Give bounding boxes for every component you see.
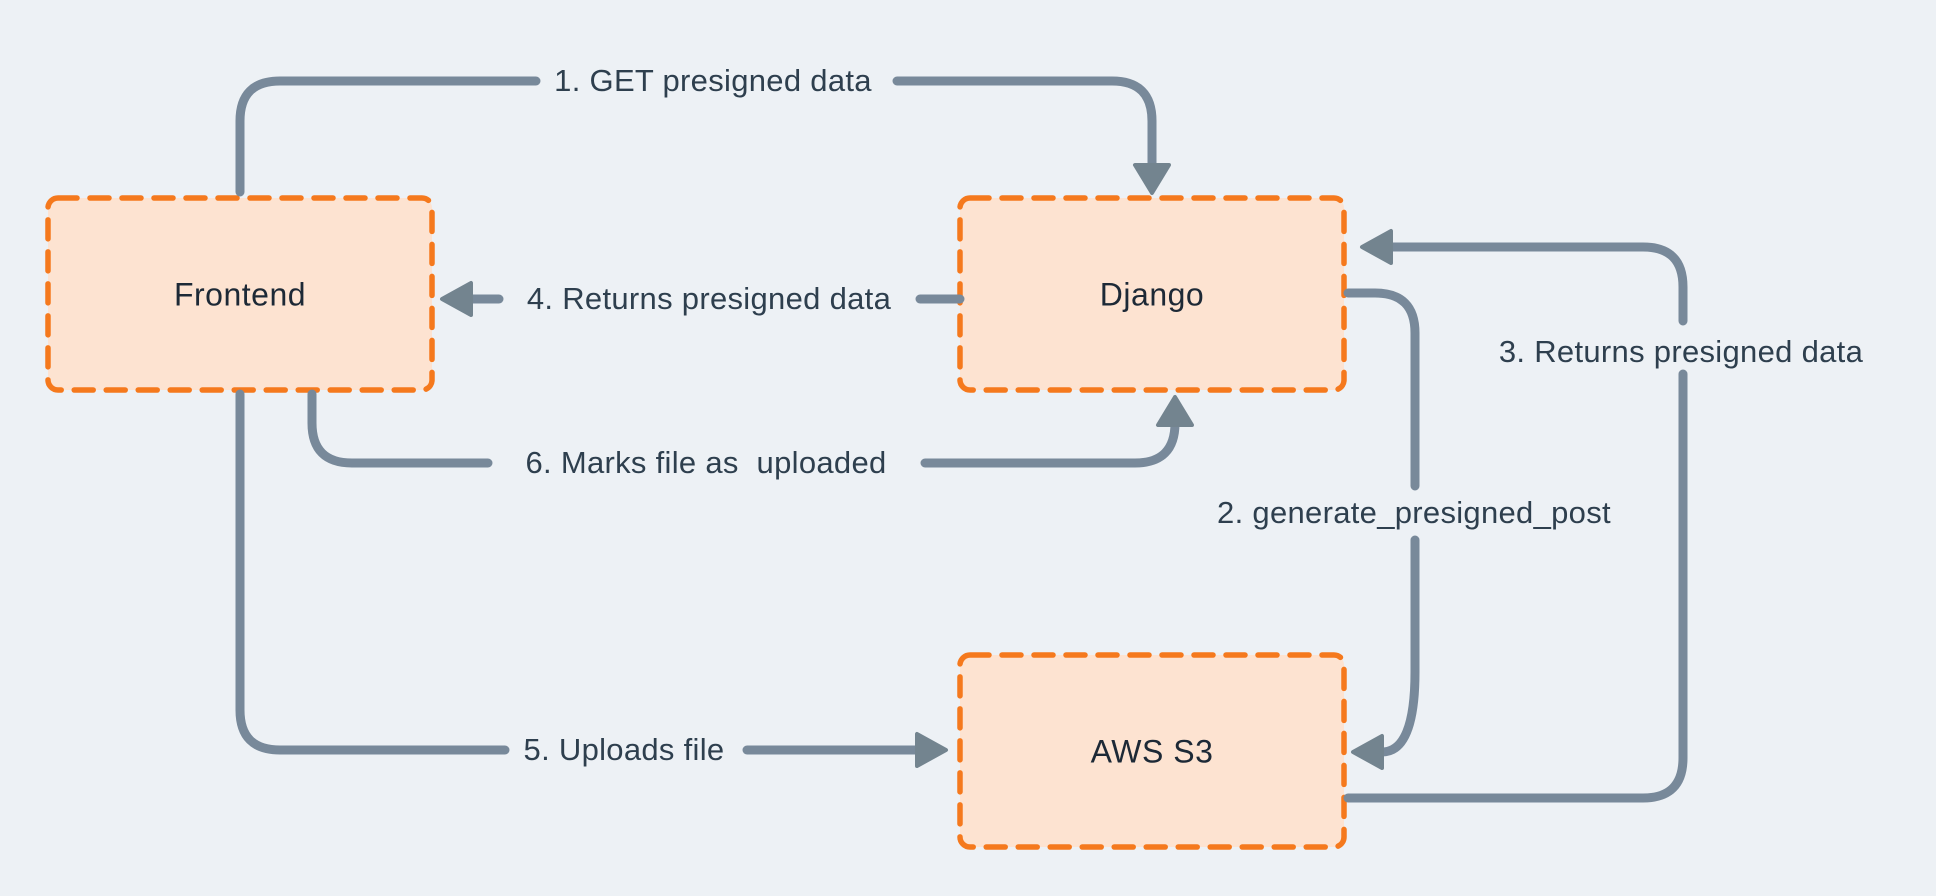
edge-1-arrowhead — [1133, 163, 1171, 195]
edge-3-path-b — [1387, 242, 1688, 326]
edge-6-label: 6. Marks file as uploaded — [525, 445, 887, 480]
edge-4-arrowhead — [440, 281, 473, 317]
edge-6-path-b — [920, 407, 1180, 468]
edge-1-path-b — [892, 76, 1157, 169]
edge-1-label: 1. GET presigned data — [554, 63, 872, 98]
node-frontend-label: Frontend — [173, 276, 307, 313]
edge-2-path-c — [1377, 535, 1420, 757]
edge-5-path-a — [235, 389, 510, 755]
edge-2-label: 2. generate_presigned_post — [1217, 495, 1611, 530]
node-aws-s3-box — [957, 652, 1347, 850]
node-aws-s3-label: AWS S3 — [1090, 733, 1214, 770]
edge-6-path-a — [307, 389, 493, 468]
edge-6-arrowhead — [1156, 395, 1194, 427]
edge-1-path-a — [235, 76, 541, 197]
edge-2-path-a — [1343, 288, 1420, 491]
edge-4-label: 4. Returns presigned data — [526, 281, 892, 316]
edge-3-label: 3. Returns presigned data — [1498, 334, 1864, 369]
edge-5-arrowhead — [915, 732, 948, 768]
edge-3-path-a — [1343, 369, 1688, 803]
edge-5-label: 5. Uploads file — [523, 732, 725, 767]
node-django-label: Django — [1099, 276, 1205, 313]
edge-2-arrowhead — [1351, 734, 1384, 770]
edge-3-arrowhead — [1360, 229, 1393, 265]
